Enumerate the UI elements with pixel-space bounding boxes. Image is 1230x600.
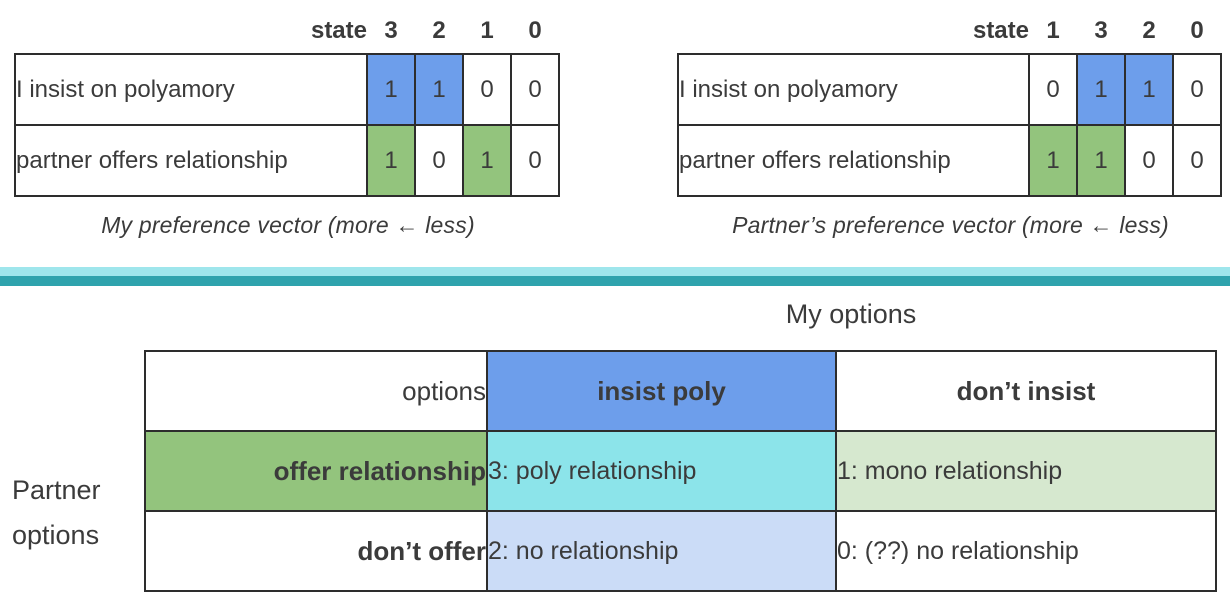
state-header-label: state <box>678 8 1029 54</box>
matrix-title: My options <box>785 299 917 329</box>
vector-cell: 0 <box>1172 53 1222 126</box>
partner-options-label: Partner options <box>12 468 101 558</box>
vector-cell: 1 <box>1028 124 1078 197</box>
row-header-offer-relationship: offer relationship <box>144 430 488 512</box>
state-header-row: state 1 3 2 0 <box>678 8 1221 54</box>
row-label-insist: I insist on polyamory <box>14 53 368 126</box>
payoff-cell-unknown-no-relationship: 0: (??) no relationship <box>835 510 1217 592</box>
vector-cell: 1 <box>366 124 416 197</box>
divider-bar-dark <box>0 276 1230 286</box>
insist-row: I insist on polyamory 0 1 1 0 <box>677 53 1222 126</box>
state-number: 1 <box>463 8 511 54</box>
vector-cell: 0 <box>510 53 560 126</box>
state-number: 3 <box>1077 8 1125 54</box>
payoff-cell-no-relationship: 2: no relationship <box>486 510 837 592</box>
my-preference-caption: My preference vector (more ← less) <box>101 212 475 238</box>
offer-row: partner offers relationship 1 1 0 0 <box>677 124 1222 197</box>
row-header-dont-offer: don’t offer <box>144 510 488 592</box>
matrix-header-row: options insist poly don’t insist <box>144 350 1217 432</box>
vector-cell: 1 <box>366 53 416 126</box>
state-number: 0 <box>1173 8 1221 54</box>
vector-cell: 0 <box>462 53 512 126</box>
vector-cell: 0 <box>1124 124 1174 197</box>
state-number: 2 <box>1125 8 1173 54</box>
col-header-insist-poly: insist poly <box>486 350 837 432</box>
state-number: 1 <box>1029 8 1077 54</box>
my-preference-block: state 3 2 1 0 I insist on polyamory 1 1 … <box>14 8 562 239</box>
insist-row: I insist on polyamory 1 1 0 0 <box>14 53 560 126</box>
state-header-row: state 3 2 1 0 <box>15 8 559 54</box>
divider-bar-light <box>0 267 1230 276</box>
vector-cell: 0 <box>414 124 464 197</box>
vector-cell: 0 <box>510 124 560 197</box>
state-header-label: state <box>15 8 367 54</box>
vector-cell: 1 <box>1076 53 1126 126</box>
partner-options-line2: options <box>12 520 100 550</box>
my-preference-table: state 3 2 1 0 I insist on polyamory 1 1 … <box>14 8 560 197</box>
partner-preference-table: state 1 3 2 0 I insist on polyamory 0 1 … <box>677 8 1222 197</box>
state-number: 3 <box>367 8 415 54</box>
vector-cell: 1 <box>414 53 464 126</box>
partner-options-line1: Partner <box>12 475 101 505</box>
row-label-offer: partner offers relationship <box>14 124 368 197</box>
partner-preference-block: state 1 3 2 0 I insist on polyamory 0 1 … <box>677 8 1224 239</box>
vector-cell: 1 <box>1124 53 1174 126</box>
row-label-insist: I insist on polyamory <box>677 53 1030 126</box>
row-label-offer: partner offers relationship <box>677 124 1030 197</box>
payoff-matrix-table: options insist poly don’t insist offer r… <box>144 350 1217 592</box>
partner-preference-caption: Partner’s preference vector (more ← less… <box>732 212 1169 238</box>
options-corner-label: options <box>144 350 488 432</box>
vector-cell: 0 <box>1028 53 1078 126</box>
vector-cell: 1 <box>1076 124 1126 197</box>
matrix-dont-offer-row: don’t offer 2: no relationship 0: (??) n… <box>144 510 1217 592</box>
offer-row: partner offers relationship 1 0 1 0 <box>14 124 560 197</box>
payoff-cell-poly-relationship: 3: poly relationship <box>486 430 837 512</box>
payoff-cell-mono-relationship: 1: mono relationship <box>835 430 1217 512</box>
vector-cell: 1 <box>462 124 512 197</box>
matrix-offer-row: offer relationship 3: poly relationship … <box>144 430 1217 512</box>
state-number: 0 <box>511 8 559 54</box>
vector-cell: 0 <box>1172 124 1222 197</box>
col-header-dont-insist: don’t insist <box>835 350 1217 432</box>
payoff-matrix-block: options insist poly don’t insist offer r… <box>144 350 1217 592</box>
state-number: 2 <box>415 8 463 54</box>
